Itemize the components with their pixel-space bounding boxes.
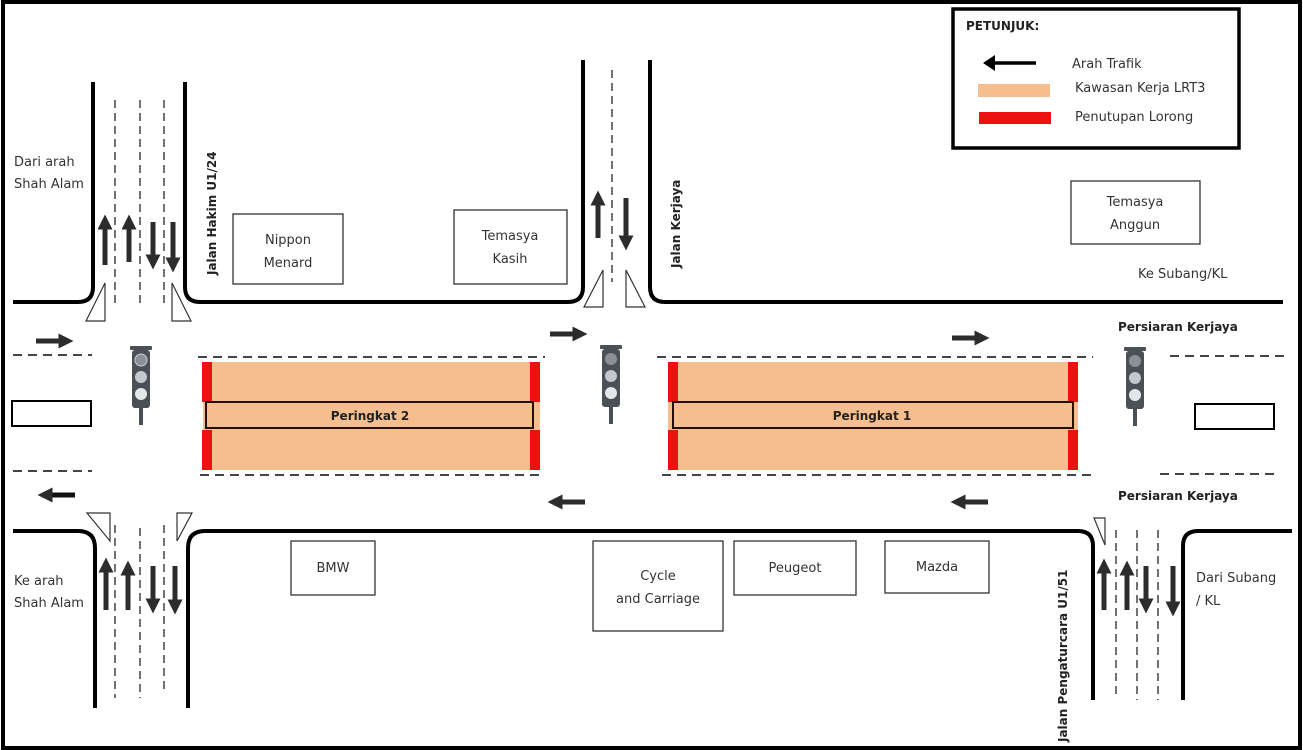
road-label-persiaran-kerjaya-north: Persiaran Kerjaya: [1118, 320, 1238, 334]
lane-closure: [668, 430, 678, 470]
traffic-island: [176, 512, 194, 542]
work-zone-stage-box: [205, 401, 534, 429]
work-zone-label: Peringkat 1: [833, 409, 911, 423]
road-label-jalan-pengaturcara: Jalan Pengaturcara U1/51: [1056, 570, 1070, 743]
road-label-jalan-kerjaya: Jalan Kerjaya: [669, 180, 683, 269]
direction-label-from-subang: Dari Subang: [1196, 571, 1276, 586]
direction-label-to-shah-alam: Ke arah: [14, 574, 64, 589]
lane-closure: [202, 362, 212, 402]
work-zone-label: Peringkat 2: [331, 409, 409, 423]
median-island: [11, 400, 92, 427]
lane-closure: [202, 430, 212, 470]
road-edge: [183, 60, 585, 304]
building-label: BMW: [317, 561, 350, 576]
legend-label: Penutupan Lorong: [1075, 110, 1193, 125]
traffic-island: [625, 269, 646, 308]
lane-closure: [1068, 430, 1078, 470]
legend-title: PETUNJUK:: [966, 19, 1039, 33]
building-label: Peugeot: [769, 561, 822, 576]
work-zone-area: [203, 362, 540, 470]
building-label: Anggun: [1110, 218, 1160, 233]
work-zone-peringkat-1: Peringkat 1: [668, 362, 1078, 470]
lane-closure: [530, 430, 540, 470]
building-label: Menard: [264, 256, 313, 271]
building-peugeot: Peugeot: [733, 540, 857, 596]
road-label-jalan-hakim: Jalan Hakim U1/24: [205, 151, 219, 276]
work-zone-area: [668, 362, 1078, 470]
traffic-island: [171, 282, 192, 322]
traffic-islands: [85, 269, 1106, 546]
lane-markings: [13, 70, 1290, 700]
traffic-light-icon: [1124, 347, 1146, 426]
building-nippon-menard: Nippon Menard: [232, 213, 344, 285]
work-zones: Peringkat 2 Peringkat 1: [202, 362, 1078, 470]
building-mazda: Mazda: [884, 540, 990, 594]
lane-closure: [668, 362, 678, 402]
road-edge: [13, 529, 97, 708]
building-label: Temasya: [481, 229, 539, 244]
legend: PETUNJUK: Arah Trafik Kawasan Kerja LRT3…: [951, 7, 1241, 150]
traffic-island: [1093, 517, 1106, 546]
building-bmw: BMW: [290, 540, 376, 596]
median-island: [1194, 403, 1275, 430]
building-label: and Carriage: [616, 592, 700, 607]
building-temasya-anggun: Temasya Anggun: [1070, 180, 1201, 245]
traffic-island: [85, 512, 111, 543]
direction-label-to-shah-alam: Shah Alam: [14, 596, 84, 611]
arrow-left-icon-head: [983, 55, 995, 71]
lane-arrows: [97, 190, 1181, 617]
road-edges: [13, 60, 1292, 708]
road-edge: [186, 529, 1095, 708]
road-edge: [1181, 529, 1292, 700]
road-edge: [13, 82, 95, 304]
building-cycle-and-carriage: Cycle and Carriage: [592, 540, 724, 632]
direction-label-from-subang: / KL: [1196, 594, 1221, 609]
legend-label: Kawasan Kerja LRT3: [1075, 81, 1205, 96]
legend-label: Arah Trafik: [1072, 57, 1142, 72]
direction-label-from-shah-alam: Dari arah: [14, 155, 75, 170]
building-label: Kasih: [493, 252, 528, 267]
road-edge: [648, 60, 1283, 304]
lane-closure: [530, 362, 540, 402]
traffic-island: [85, 282, 106, 322]
building-label: Cycle: [640, 569, 676, 584]
building-label: Temasya: [1106, 195, 1164, 210]
building-temasya-kasih: Temasya Kasih: [453, 209, 568, 285]
legend-box: [951, 7, 1241, 150]
work-zone-stage-box: [672, 401, 1074, 429]
traffic-light-icon: [600, 345, 622, 424]
orange-swatch: [978, 84, 1050, 97]
direction-label-from-shah-alam: Shah Alam: [14, 177, 84, 192]
lane-closure: [1068, 362, 1078, 402]
traffic-island: [583, 269, 604, 308]
direction-label-to-subang: Ke Subang/KL: [1138, 267, 1228, 282]
traffic-arrows: [36, 326, 990, 510]
road-label-persiaran-kerjaya-south: Persiaran Kerjaya: [1118, 489, 1238, 503]
traffic-light-icon: [130, 346, 152, 425]
work-zone-peringkat-2: Peringkat 2: [202, 362, 540, 470]
building-label: Nippon: [265, 233, 311, 248]
building-label: Mazda: [916, 560, 958, 575]
red-swatch: [979, 112, 1051, 124]
